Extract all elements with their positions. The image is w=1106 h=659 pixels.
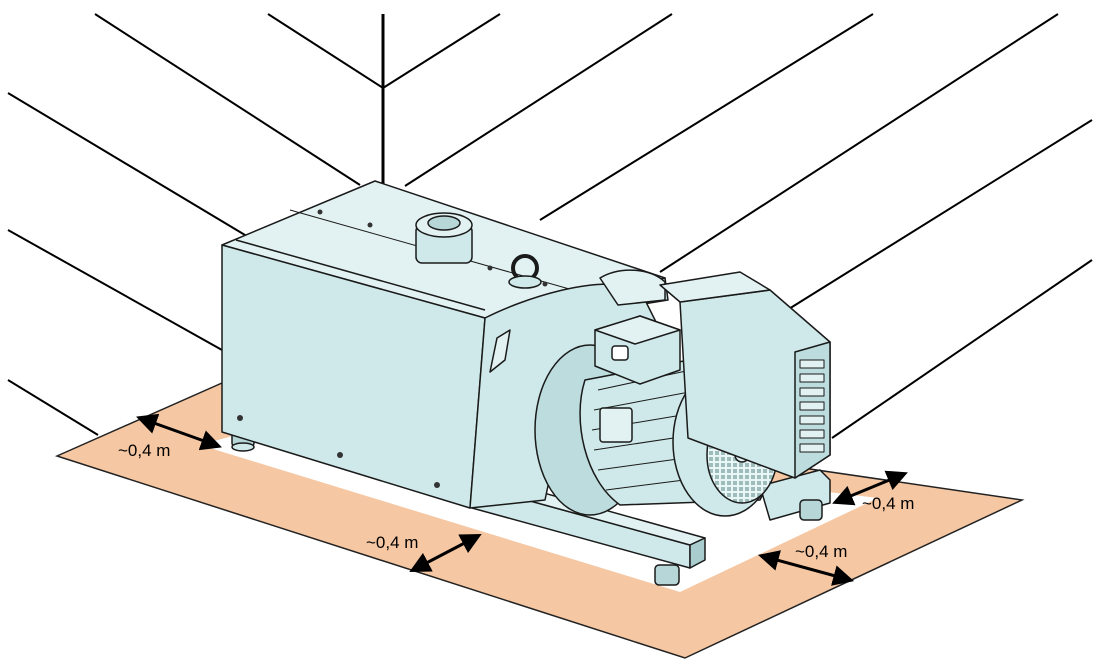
arrow-back-right: [832, 470, 908, 506]
clearance-label-right: ~0,4 m: [795, 542, 847, 561]
oil-fill-cap: [415, 212, 473, 264]
clearance-label-front: ~0,4 m: [366, 533, 418, 552]
wall-lines: [7, 13, 1093, 439]
arrow-front: [409, 534, 482, 572]
dimension-arrows: [136, 413, 908, 586]
terminal-box: [594, 315, 681, 443]
lifting-eye: [508, 254, 542, 289]
clearance-label-left: ~0,4 m: [118, 441, 170, 460]
vacuum-pump: [221, 180, 831, 586]
cooler-unit: [659, 271, 831, 479]
clearance-label-back-right: ~0,4 m: [862, 494, 914, 513]
pump-foot-front: [654, 499, 823, 586]
arrow-right: [757, 550, 855, 586]
arrow-left: [136, 413, 222, 451]
dimension-labels: ~0,4 m ~0,4 m ~0,4 m ~0,4 m: [118, 441, 914, 561]
